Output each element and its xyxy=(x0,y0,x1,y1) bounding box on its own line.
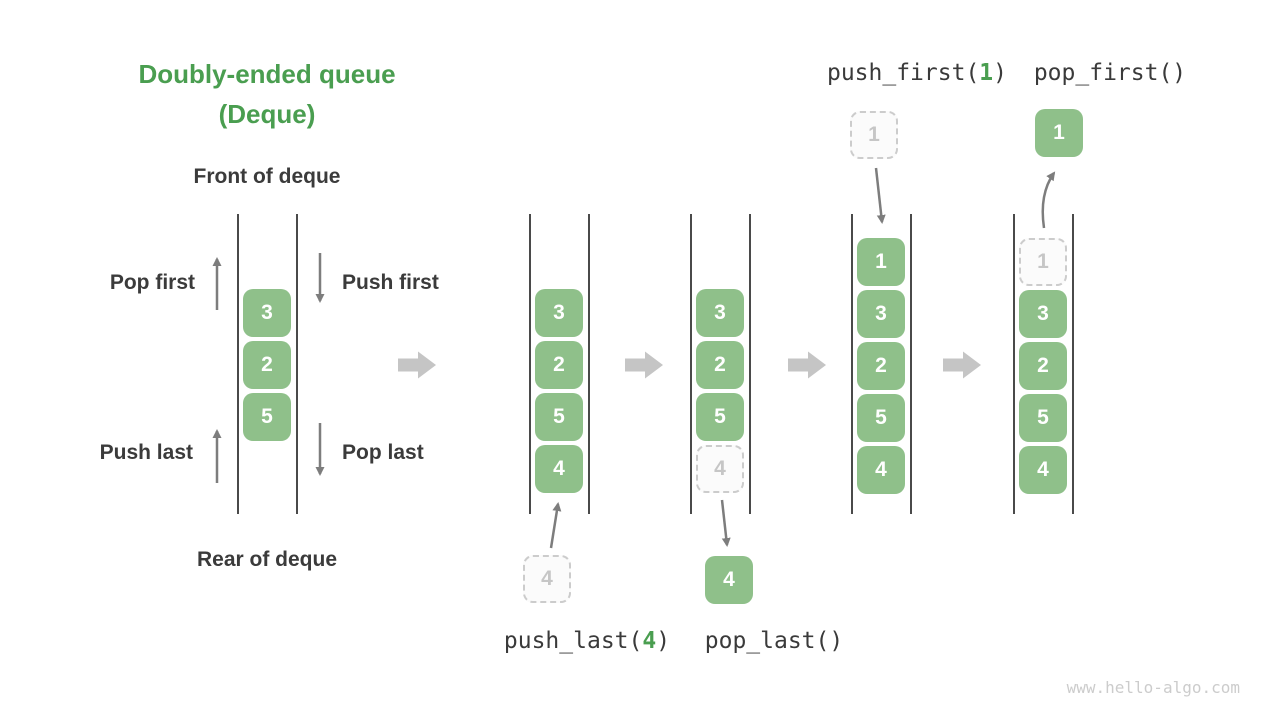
queue-cell: 2 xyxy=(243,341,291,389)
queue-cell: 2 xyxy=(535,341,583,389)
removed-cell-ghost: 4 xyxy=(696,445,744,493)
diagram-title-line2: (Deque) xyxy=(218,99,316,129)
queue-wall xyxy=(1013,214,1015,514)
queue-cell: 4 xyxy=(1019,446,1067,494)
queue-cell: 3 xyxy=(535,289,583,337)
queue-initial: 3 2 5 xyxy=(237,214,298,514)
queue-wall xyxy=(749,214,751,514)
push-first-label: Push first xyxy=(342,271,439,294)
queue-wall xyxy=(910,214,912,514)
incoming-value-ghost-cell: 1 xyxy=(850,111,898,159)
site-watermark: www.hello-algo.com xyxy=(1066,678,1240,697)
op-prefix: push_last( xyxy=(503,628,643,654)
queue-after-pop-last: 3 2 5 4 xyxy=(690,214,751,514)
op-argument: 4 xyxy=(642,628,657,654)
pop-last-operation-label: pop_last() xyxy=(704,628,844,654)
queue-wall xyxy=(851,214,853,514)
transition-arrow-icon xyxy=(398,351,436,379)
rear-of-deque-label: Rear of deque xyxy=(196,548,338,571)
push-last-label: Push last xyxy=(99,441,193,464)
front-of-deque-label: Front of deque xyxy=(193,165,341,188)
push-last-operation-label: push_last(4) xyxy=(457,628,717,654)
queue-wall xyxy=(529,214,531,514)
op-prefix: push_first( xyxy=(826,60,980,86)
queue-wall xyxy=(690,214,692,514)
queue-cell: 3 xyxy=(1019,290,1067,338)
pop-last-label: Pop last xyxy=(342,441,424,464)
queue-wall xyxy=(237,214,239,514)
op-argument: 1 xyxy=(979,60,994,86)
queue-cell: 4 xyxy=(857,446,905,494)
incoming-value-ghost-cell: 4 xyxy=(523,555,571,603)
queue-after-pop-first: 1 3 2 5 4 xyxy=(1013,214,1074,514)
queue-wall xyxy=(1072,214,1074,514)
transition-arrow-icon xyxy=(788,351,826,379)
queue-wall xyxy=(296,214,298,514)
queue-cell: 5 xyxy=(1019,394,1067,442)
transition-arrow-icon xyxy=(943,351,981,379)
pop-first-label: Pop first xyxy=(109,271,195,294)
queue-cell: 5 xyxy=(243,393,291,441)
diagram-title: Doubly-ended queue (Deque) xyxy=(80,54,454,134)
queue-cell: 3 xyxy=(696,289,744,337)
removed-cell-ghost: 1 xyxy=(1019,238,1067,286)
queue-cell: 3 xyxy=(857,290,905,338)
queue-cell: 2 xyxy=(857,342,905,390)
popped-value-cell: 4 xyxy=(705,556,753,604)
transition-arrow-icon xyxy=(625,351,663,379)
queue-cell: 4 xyxy=(535,445,583,493)
queue-after-push-first: 1 3 2 5 4 xyxy=(851,214,912,514)
diagram-title-line1: Doubly-ended queue xyxy=(138,59,396,89)
queue-cell: 2 xyxy=(696,341,744,389)
queue-cell: 2 xyxy=(1019,342,1067,390)
op-suffix: ) xyxy=(993,60,1008,86)
popped-value-cell: 1 xyxy=(1035,109,1083,157)
op-suffix: ) xyxy=(656,628,671,654)
queue-cell: 5 xyxy=(857,394,905,442)
queue-cell: 1 xyxy=(857,238,905,286)
queue-after-push-last: 3 2 5 4 xyxy=(529,214,590,514)
queue-cell: 5 xyxy=(535,393,583,441)
queue-cell: 3 xyxy=(243,289,291,337)
push-first-operation-label: push_first(1) xyxy=(787,60,1047,86)
pop-first-operation-label: pop_first() xyxy=(1033,60,1187,86)
queue-wall xyxy=(588,214,590,514)
queue-cell: 5 xyxy=(696,393,744,441)
